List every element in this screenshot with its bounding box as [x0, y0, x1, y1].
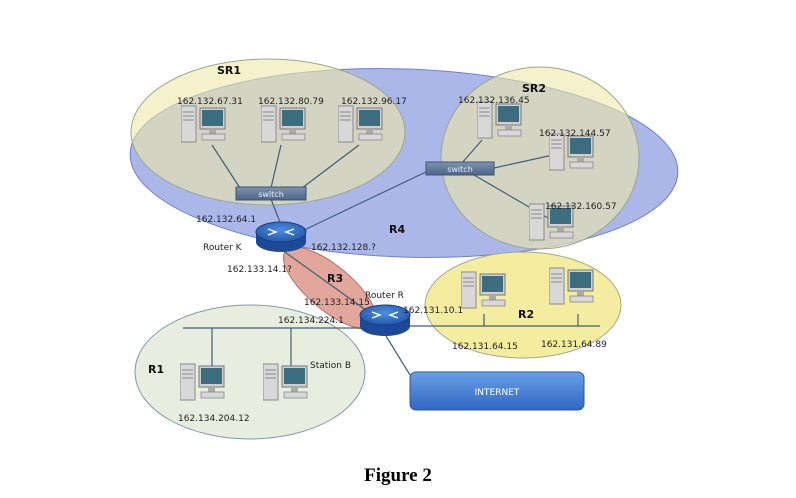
sr2-host-3-ip: 162.132.160.57 [545, 202, 617, 212]
r2-host-2-ip: 162.131.64.89 [541, 340, 607, 350]
sr1-host-2-ip: 162.132.80.79 [258, 97, 324, 107]
sr2-label: SR2 [522, 82, 546, 95]
r2-computer-2-icon [549, 267, 594, 305]
router-k-r4-interface-ip: 162.132.128.? [311, 243, 376, 253]
r1-region [134, 304, 366, 440]
sr1-host-3-ip: 162.132.96.17 [341, 97, 407, 107]
r4-label: R4 [389, 223, 405, 236]
sr2-computer-2-icon [549, 133, 594, 171]
r1-label: R1 [148, 363, 164, 376]
station-b-computer-icon [263, 363, 308, 401]
sr1-switch-icon: switch [235, 186, 307, 201]
sr2-switch-icon: switch [425, 161, 495, 176]
sr1-host-1-ip: 162.132.67.31 [177, 97, 243, 107]
links [183, 139, 600, 376]
sr2-switch-label: switch [447, 165, 473, 174]
router-r-r1-interface-ip: 162.134.224.1 [278, 316, 344, 326]
internet-cloud: INTERNET [409, 371, 585, 411]
router-r-r2-interface-ip: 162.131.10.1 [403, 306, 463, 316]
router-k-label: Router K [203, 243, 243, 253]
r2-host-1-ip: 162.131.64.15 [452, 342, 518, 352]
router-k-icon [255, 221, 307, 252]
r2-computer-1-icon [461, 271, 506, 309]
r2-label: R2 [518, 308, 534, 321]
sr2-host-1-ip: 162.132.136.45 [458, 96, 530, 106]
r1-computer-1-icon [180, 363, 225, 401]
sr2-host-2-ip: 162.132.144.57 [539, 129, 611, 139]
sr1-label: SR1 [217, 64, 241, 77]
router-r-r3-interface-ip: 162.133.14.15 [304, 298, 370, 308]
sr1-computer-1-icon [181, 105, 226, 143]
router-k-sr1-interface-ip: 162.132.64.1 [196, 215, 256, 225]
sr2-computer-1-icon [477, 101, 522, 139]
station-b-label: Station B [310, 361, 351, 371]
r3-label: R3 [327, 272, 343, 285]
router-r-label: Router R [365, 291, 404, 301]
router-k-r3-interface-ip: 162.133.14.1? [227, 265, 292, 275]
sr1-switch-label: switch [258, 190, 284, 199]
internet-label: INTERNET [475, 388, 520, 398]
figure-caption: Figure 2 [364, 465, 432, 486]
router-r-icon [359, 304, 411, 336]
sr1-computer-3-icon [338, 105, 383, 143]
r1-host-1-ip: 162.134.204.12 [178, 414, 250, 424]
sr1-computer-2-icon [261, 105, 306, 143]
